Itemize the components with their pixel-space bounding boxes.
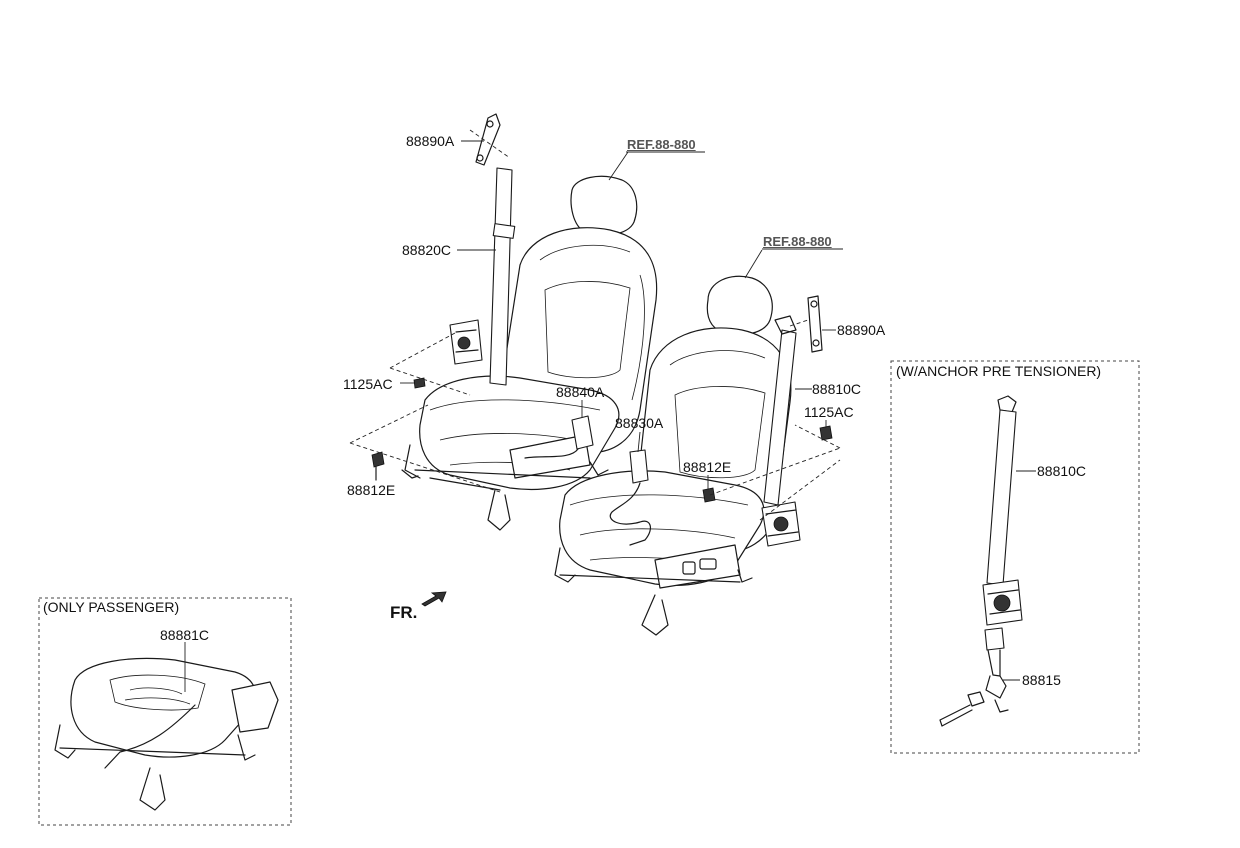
part-label-1125ac-right: 1125AC [804,404,854,420]
front-direction-label: FR. [390,603,418,622]
reference-label-right: REF.88-880 [763,234,832,249]
only-passenger-box [38,597,292,826]
part-label-88830a: 88830A [615,415,664,431]
part-label-88810c: 88810C [812,381,862,397]
only-passenger-title: (ONLY PASSENGER) [43,599,180,615]
leader-lines [375,140,843,490]
part-label-88840a: 88840A [556,384,605,400]
anchor-pretensioner-box [890,360,1140,754]
right-seat [554,275,792,636]
part-label-88890a-right: 88890A [837,322,886,338]
mounting-dashed-lines [349,129,841,521]
part-label-88881c: 88881C [160,627,210,643]
front-direction-arrow-icon [421,591,447,607]
part-label-88810c-box: 88810C [1037,463,1087,479]
reference-label-left: REF.88-880 [627,137,696,152]
part-label-1125ac-left: 1125AC [343,376,393,392]
part-label-88812e-right: 88812E [683,459,732,475]
left-seat [401,175,658,531]
pretensioner-belt-assembly [939,395,1036,727]
part-label-88815: 88815 [1022,672,1061,688]
part-label-88890a-left: 88890A [406,133,455,149]
part-label-88820c: 88820C [402,242,452,258]
part-label-88812e-left: 88812E [347,482,396,498]
left-seat-belt [371,113,594,481]
right-seat-belt [609,295,833,547]
anchor-pretensioner-title: (W/ANCHOR PRE TENSIONER) [896,363,1102,379]
passenger-cushion-sensor [54,642,279,811]
